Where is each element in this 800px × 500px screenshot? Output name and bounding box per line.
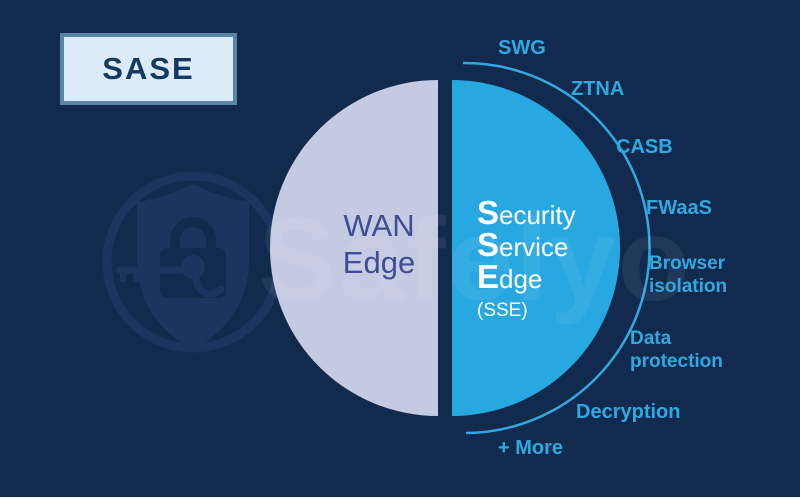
bottom-edge-strip (0, 497, 800, 500)
component-casb: CASB (616, 136, 673, 158)
sse-rest: ervice (499, 232, 569, 262)
sse-abbreviation: (SSE) (477, 300, 528, 321)
sse-line-edge: Edge (477, 260, 576, 294)
sse-initial: E (477, 258, 500, 295)
component-data-protection: Data protection (630, 328, 723, 372)
sase-title: SASE (102, 51, 195, 86)
sase-title-box: SASE (60, 33, 237, 105)
wan-edge-half (270, 80, 438, 416)
component-browser-isolation: Browser isolation (649, 253, 728, 297)
sse-half (452, 80, 620, 416)
component-fwaas: FWaaS (646, 197, 712, 219)
sse-initial: S (477, 194, 500, 231)
wan-edge-label: WAN Edge (342, 208, 416, 280)
component-ztna: ZTNA (571, 78, 625, 100)
sse-scope-arc (462, 61, 651, 435)
sse-rest: ecurity (499, 200, 576, 230)
shield-lock-key-icon (102, 171, 284, 353)
sse-line-service: Service (477, 228, 576, 262)
component-decryption: Decryption (576, 401, 681, 423)
component-more: + More (498, 437, 564, 459)
sse-rest: dge (499, 264, 543, 294)
sse-line-security: Security (477, 196, 576, 230)
component-swg: SWG (498, 37, 546, 59)
sse-label: Security Service Edge (SSE) (477, 196, 576, 322)
sse-initial: S (477, 226, 500, 263)
